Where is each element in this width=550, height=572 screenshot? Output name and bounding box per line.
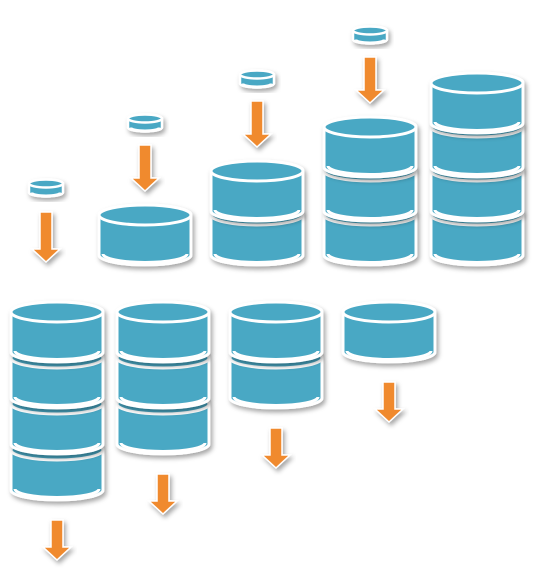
pop-arrow-icon [260, 427, 292, 470]
stage-pop-4 [341, 300, 437, 424]
incoming-disk-icon [27, 178, 65, 198]
stage-push-3 [209, 69, 305, 267]
incoming-disk-icon [351, 25, 389, 45]
stage-push-4 [322, 25, 418, 267]
push-arrow-icon [354, 56, 386, 105]
stage-pop-1 [9, 300, 105, 562]
stage-pop-3 [228, 300, 324, 470]
stack-disk-icon [228, 300, 324, 364]
stack-disk-icon [209, 159, 305, 223]
stage-pop-2 [115, 300, 211, 516]
pop-arrow-icon [41, 519, 73, 562]
stack-disk-icon [115, 300, 211, 364]
push-arrow-icon [129, 144, 161, 193]
stack-disk-icon [341, 300, 437, 364]
incoming-disk-icon [126, 113, 164, 133]
bottom-row-pop-sequence [9, 300, 437, 562]
stack-disk-icon [97, 203, 193, 267]
push-arrow-icon [241, 100, 273, 149]
top-row-push-sequence [27, 25, 525, 267]
stage-push-1 [27, 178, 65, 264]
stage-push-2 [97, 113, 193, 267]
stack-disk-icon [9, 300, 105, 364]
pop-arrow-icon [373, 381, 405, 424]
incoming-disk-icon [238, 69, 276, 89]
stack-disk-icon [322, 115, 418, 179]
stage-push-5 [429, 71, 525, 267]
push-arrow-icon [30, 211, 62, 264]
stack-disk-icon [429, 71, 525, 135]
pop-arrow-icon [147, 473, 179, 516]
